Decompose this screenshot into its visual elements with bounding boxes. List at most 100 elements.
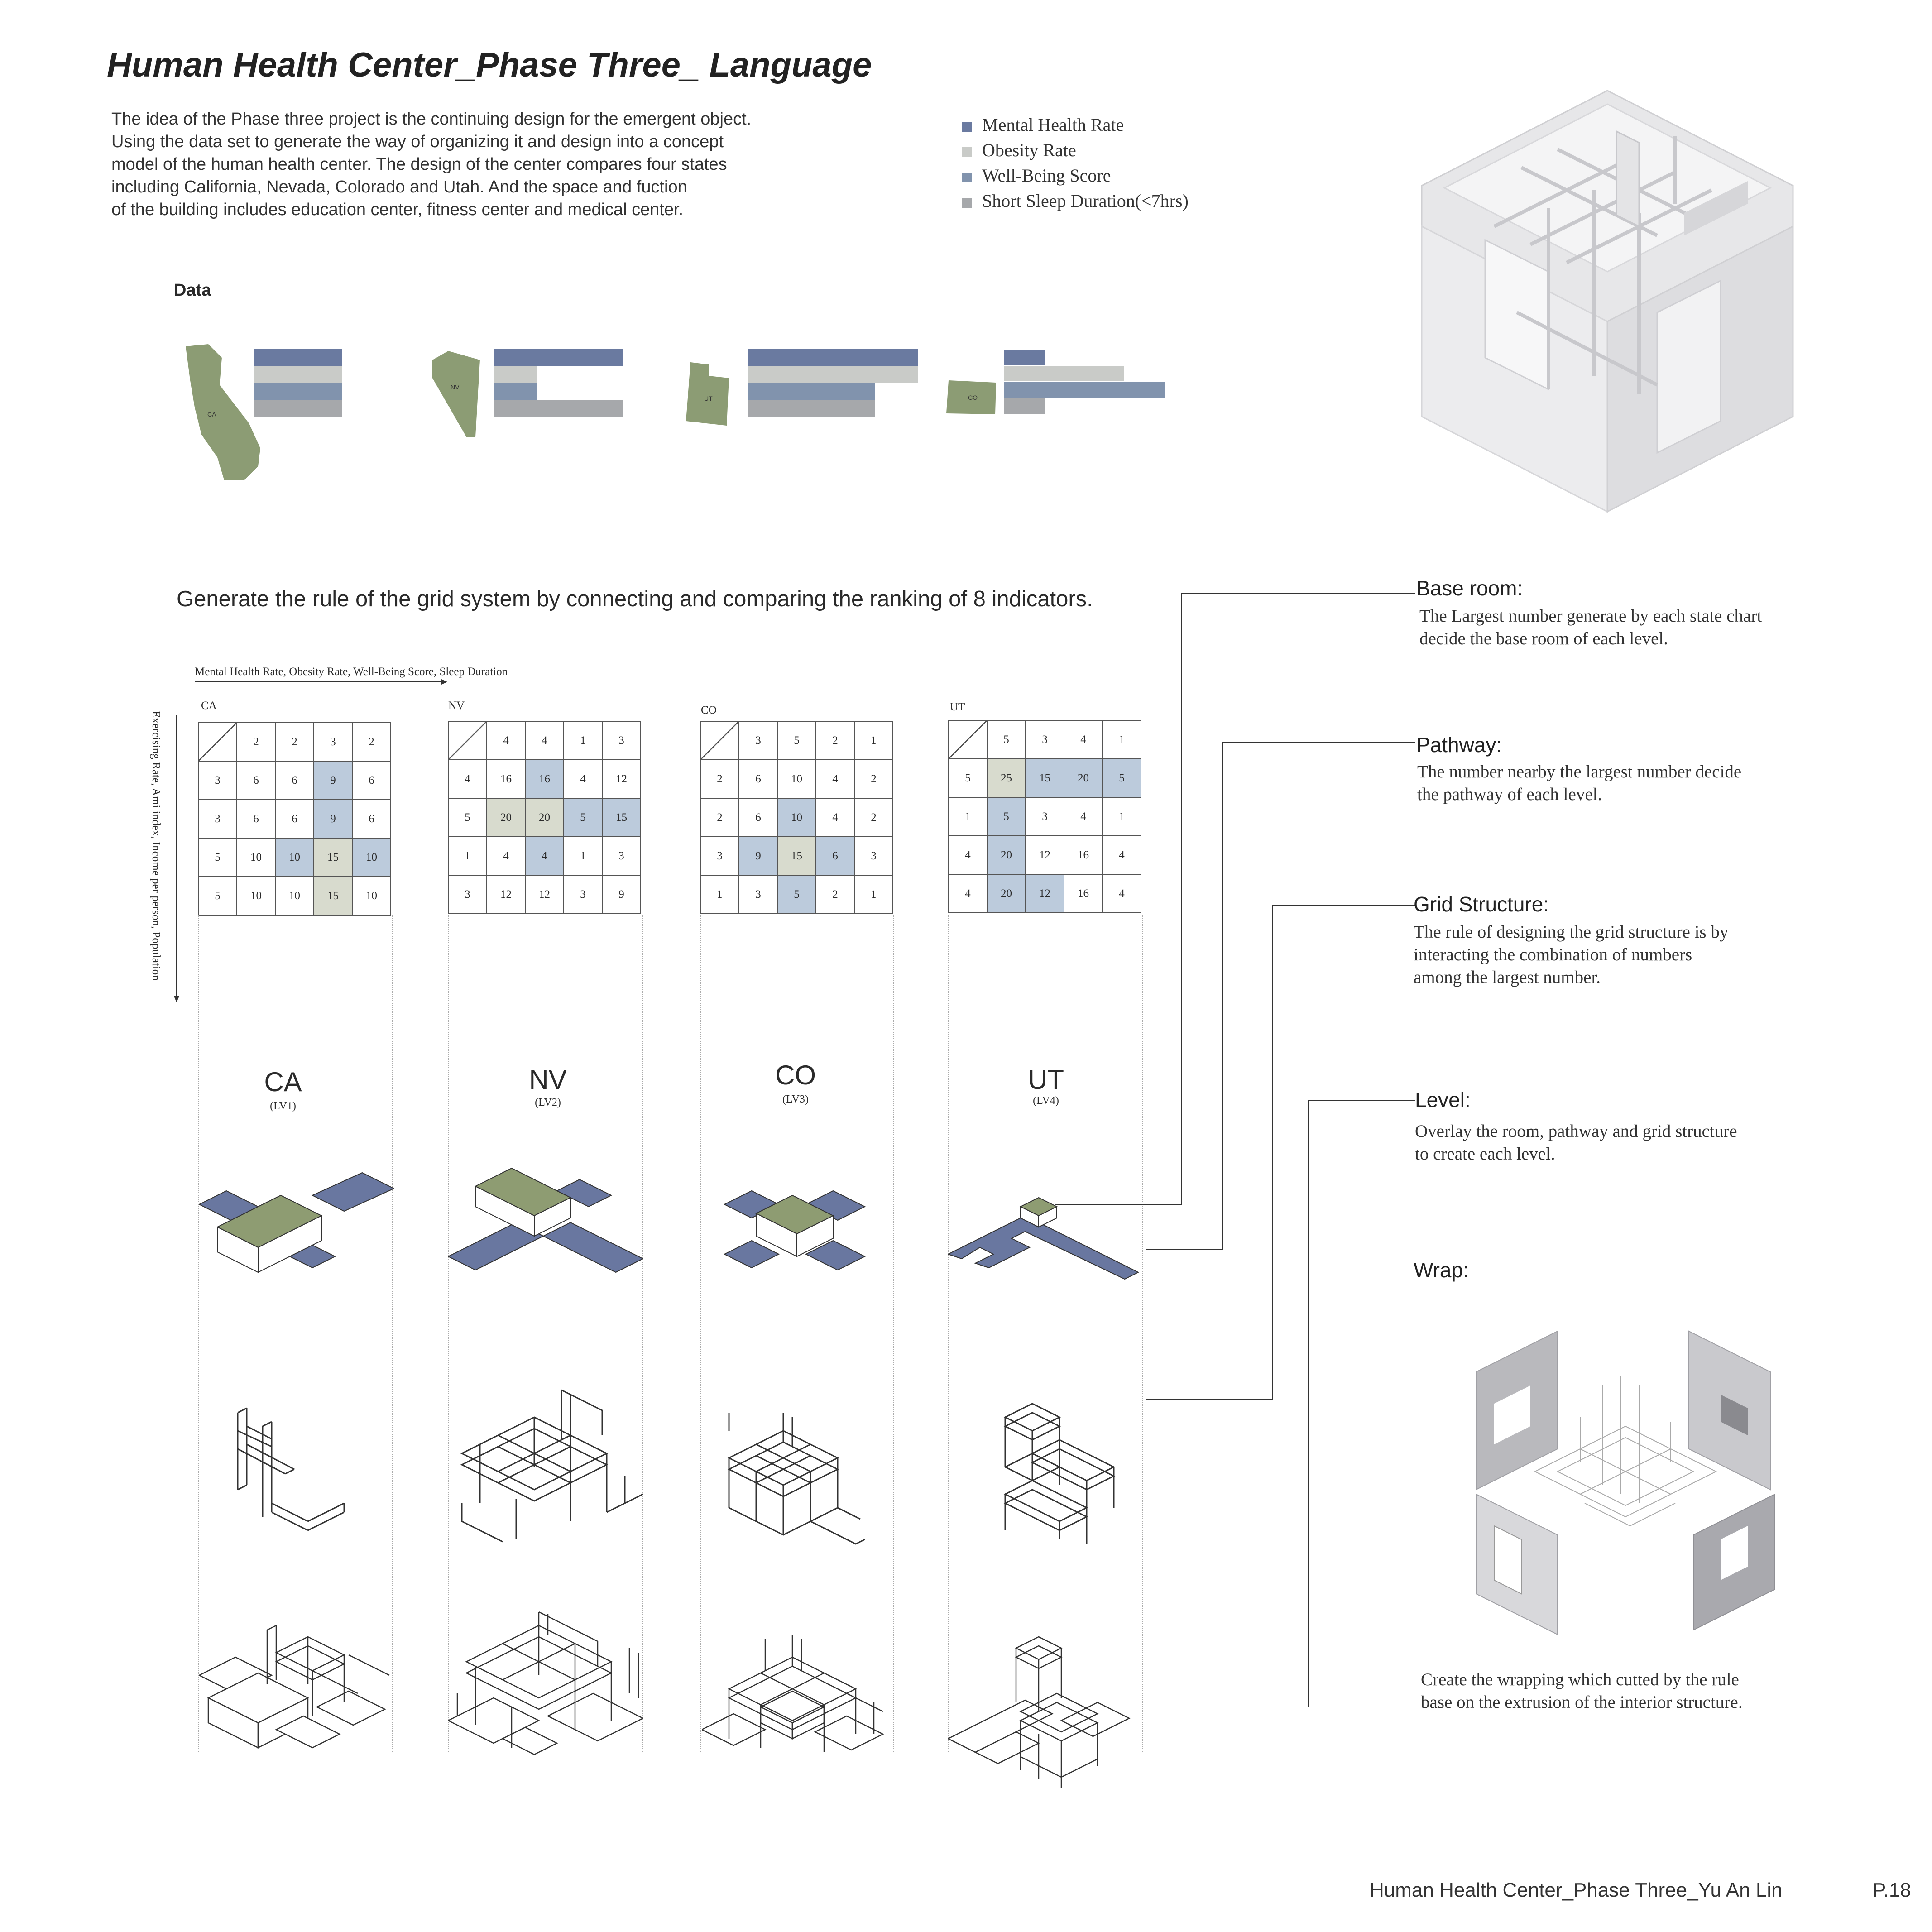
grid-cell: 6 <box>236 761 276 800</box>
grid-cell: 20 <box>987 835 1026 875</box>
grid-cell: 16 <box>1064 835 1103 875</box>
grid-cell: 4 <box>486 836 526 876</box>
bar-short-sleep <box>254 400 342 417</box>
legend-swatch <box>962 147 972 157</box>
bar-mental-health <box>494 349 623 366</box>
note-line: decide the base room of each level. <box>1419 629 1668 648</box>
grid-state-tag: NV <box>448 700 465 712</box>
grid-row-header-cell: 2 <box>700 798 739 837</box>
grid-cell: 16 <box>1064 874 1103 913</box>
grid-header-cell: 1 <box>854 721 893 760</box>
grid-cell: 3 <box>563 875 603 914</box>
grid-cell: 4 <box>815 798 855 837</box>
bar-short-sleep <box>748 400 875 417</box>
bar-well-being <box>494 383 537 400</box>
level-massing-co <box>724 1190 866 1271</box>
grid-state-tag: CA <box>201 700 217 712</box>
note-line: The rule of designing the grid structure… <box>1414 922 1729 942</box>
leader-lines <box>1055 593 1415 1707</box>
grid-cell: 12 <box>1025 835 1064 875</box>
grid-header-cell: 2 <box>275 722 314 762</box>
grid-cell: 4 <box>1064 797 1103 836</box>
grid-corner-cell <box>448 721 487 760</box>
bar-well-being <box>254 383 342 400</box>
bar-obesity <box>494 366 537 383</box>
grid-corner-cell <box>198 722 237 762</box>
grid-header-cell: 3 <box>1025 720 1064 759</box>
x-axis-arrow <box>195 679 447 685</box>
column-guide <box>700 915 701 1752</box>
grid-cell: 12 <box>486 875 526 914</box>
legend-swatch <box>962 122 972 132</box>
grid-header-cell: 4 <box>525 721 564 760</box>
grid-cell: 5 <box>987 797 1026 836</box>
grid-cell: 15 <box>602 798 641 837</box>
grid-header-cell: 1 <box>563 721 603 760</box>
note-line: base on the extrusion of the interior st… <box>1421 1692 1743 1712</box>
grid-cell: 4 <box>815 759 855 799</box>
cube-model-illustration <box>1421 90 1794 513</box>
map-label: NV <box>451 384 460 391</box>
grid-header-cell: 3 <box>738 721 778 760</box>
bar-obesity <box>254 366 342 383</box>
note-line: The number nearby the largest number dec… <box>1417 762 1742 781</box>
grid-row-header-cell: 3 <box>198 761 237 800</box>
utah-map: UT <box>686 362 729 426</box>
legend-item: Well-Being Score <box>962 163 1189 188</box>
grid-row-header-cell: 4 <box>948 874 988 913</box>
grid-header-cell: 4 <box>486 721 526 760</box>
level-state-title: CA <box>264 1067 302 1097</box>
grid-cell: 3 <box>602 836 641 876</box>
map-label: CA <box>207 411 216 418</box>
grid-cell: 20 <box>525 798 564 837</box>
grid-cell: 1 <box>563 836 603 876</box>
grid-header-cell: 3 <box>602 721 641 760</box>
grid-cell: 15 <box>1025 758 1064 798</box>
grid-cell: 10 <box>275 838 314 877</box>
bar-obesity <box>748 366 918 383</box>
grid-cell: 9 <box>313 799 353 839</box>
level-massing-ut <box>948 1197 1140 1280</box>
grid-cell: 10 <box>352 838 391 877</box>
grid-cell: 20 <box>1064 758 1103 798</box>
grid-cell: 2 <box>854 798 893 837</box>
grid-cell: 1 <box>854 875 893 914</box>
grid-cell: 6 <box>738 798 778 837</box>
intro-line: of the building includes education cente… <box>111 200 684 219</box>
grid-row-header-cell: 5 <box>948 758 988 798</box>
grid-cell: 16 <box>525 759 564 799</box>
note-heading-level: Level: <box>1415 1088 1471 1112</box>
intro-line: The idea of the Phase three project is t… <box>111 110 752 129</box>
grid-cell: 3 <box>1025 797 1064 836</box>
page-title: Human Health Center_Phase Three_ Languag… <box>107 46 872 84</box>
grid-cell: 6 <box>352 761 391 800</box>
overlay-level-co <box>702 1635 884 1752</box>
level-state-title: UT <box>1028 1064 1064 1095</box>
grid-cell: 6 <box>815 836 855 876</box>
grid-row-header-cell: 5 <box>198 838 237 877</box>
grid-header-cell: 2 <box>815 721 855 760</box>
grid-cell: 12 <box>1025 874 1064 913</box>
grid-corner-cell <box>700 721 739 760</box>
grid-header-cell: 3 <box>313 722 353 762</box>
grid-cell: 15 <box>313 876 353 916</box>
grid-cell: 5 <box>777 875 816 914</box>
note-line: Create the wrapping which cutted by the … <box>1421 1670 1739 1689</box>
note-line: among the largest number. <box>1414 968 1601 987</box>
legend-item: Short Sleep Duration(<7hrs) <box>962 188 1189 214</box>
grid-row-header-cell: 4 <box>448 759 487 799</box>
grid-cell: 15 <box>777 836 816 876</box>
wrap-exploded-illustration <box>1476 1330 1775 1635</box>
grid-cell: 6 <box>738 759 778 799</box>
note-heading-base-room: Base room: <box>1416 576 1523 600</box>
level-massing-ca <box>199 1172 394 1273</box>
